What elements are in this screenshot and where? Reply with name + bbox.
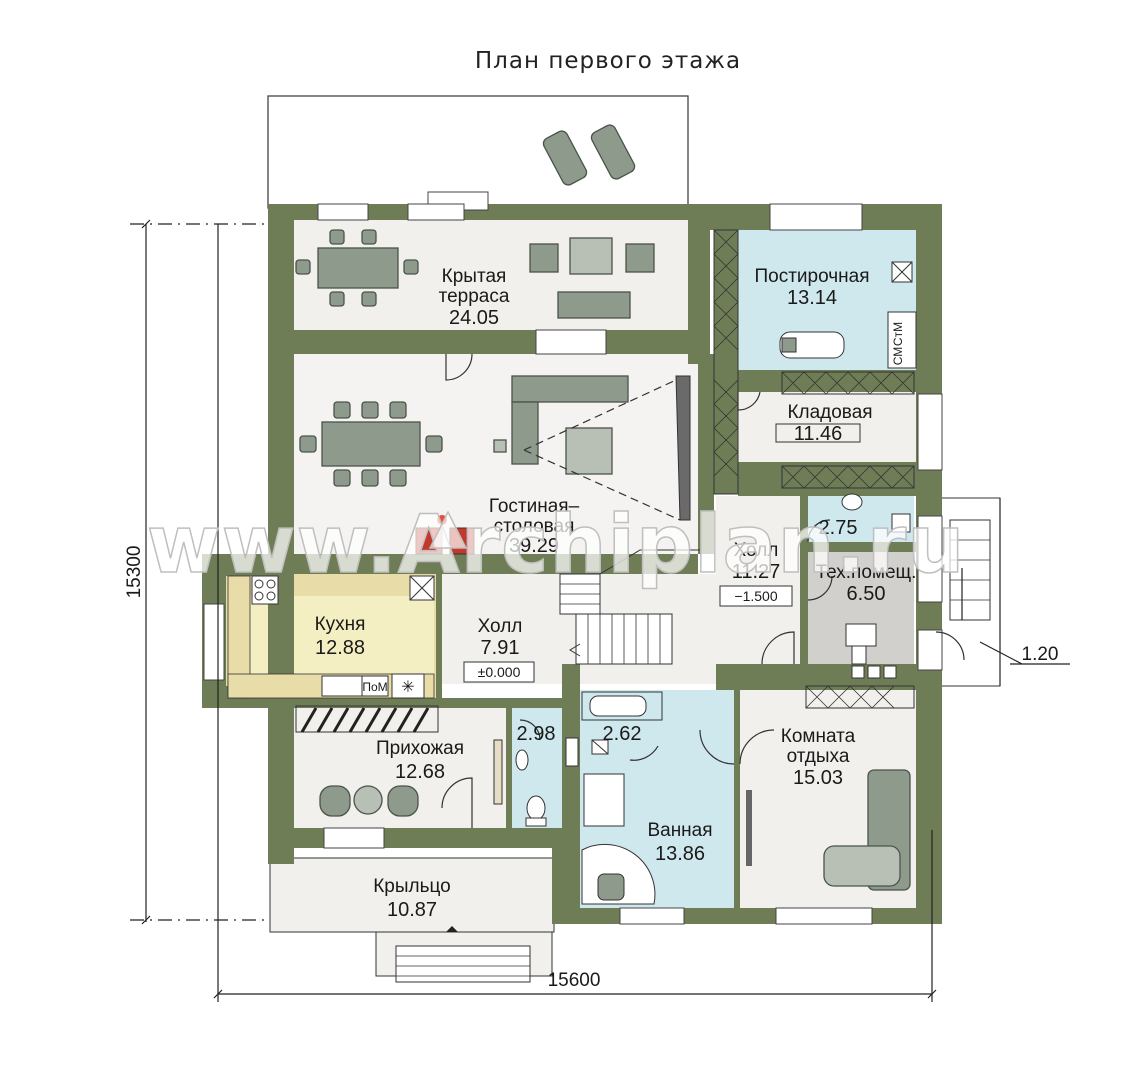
shower-area: 2.62 [603,723,642,745]
door-swings [441,353,965,828]
dining-table-icon [299,401,443,487]
entrance-area: 12.68 [395,761,445,783]
side-step-dimension: 1.20 [1022,644,1059,665]
sun-lounger-icon [542,124,636,186]
terrace-dining-set-icon [295,229,419,307]
wc-small-area: 2.75 [819,517,858,539]
dryer-label: СМ [891,347,905,366]
width-dimension: 15600 [548,970,601,991]
shower-cabin-icon [565,691,663,767]
kitchen-counter-icon: ПоМ ✳ [227,575,435,699]
terrace-lounge-set-icon [529,237,655,319]
rest-room-name-1: Комната [781,726,856,747]
terrace-name-1: Крытая [442,266,507,287]
staircase-icon [559,549,700,665]
toilet-icon [515,493,911,827]
hall-1-name: Холл [478,616,523,637]
storage-shelves-icon [713,229,915,709]
watermark: www.Archiplan.ru [147,498,966,591]
watermark-logo-icon [428,510,468,549]
bathroom-name: Ванная [647,820,712,841]
terrace-name-2: терраса [439,286,510,307]
living-area: 39.29 [509,535,559,557]
dimension-lines: 15600 15300 1.20 [124,219,1070,1002]
bathroom-area: 13.86 [655,843,705,865]
terrace-area: 24.05 [449,307,499,329]
windows [203,191,943,925]
tv-icon [523,375,691,521]
living-name-2: столовая [494,516,575,537]
storage-name: Кладовая [787,402,872,423]
entrance-name: Прихожая [376,738,464,759]
hall-1-level-box [463,661,535,683]
hall-1-area: 7.91 [481,637,520,659]
hall-1-level: ±0.000 [478,664,521,680]
hall-2-level: −1.500 [734,588,777,604]
hall-2-name: Холл [734,540,779,561]
kitchen-name: Кухня [315,614,366,635]
bathtub-icon [581,773,656,905]
coat-rack-icon [295,705,439,733]
hall-2-area: 11.27 [732,561,781,583]
laundry-area: 13.14 [787,287,837,309]
sofa-icon [493,375,629,475]
tech-name: Тех.помещ. [816,562,917,583]
fridge-icon: ✳ [401,679,414,696]
room-labels: Крытая терраса 24.05 Постирочная 13.14 К… [315,266,917,921]
hall-2-level-box [719,585,793,607]
rest-room-area: 15.03 [793,767,843,789]
laundry-name: Постирочная [754,266,869,287]
storage-area-box [775,423,861,443]
porch-name: Крыльцо [373,876,451,897]
boiler-icon [845,623,897,679]
living-name-1: Гостиная– [489,496,580,517]
armchairs-icon [319,739,503,817]
porch-area: 10.87 [387,899,437,921]
height-dimension: 15300 [124,546,145,599]
tech-area: 6.50 [847,583,886,605]
laundry-tub-icon [779,331,845,359]
rest-room-sofa-icon [746,769,911,891]
kitchen-area: 12.88 [315,637,365,659]
rest-room-name-2: отдыха [787,746,850,767]
washer-label: СтМ [891,322,905,346]
interior-walls [290,230,918,910]
dishwasher-label: ПоМ [362,680,387,694]
storage-area: 11.46 [794,423,843,445]
wc-area: 2.98 [517,723,556,745]
washer-dryer-icon: СМ СтМ [887,261,917,369]
porch-steps-icon [395,498,1001,983]
plan-title: План первого этажа [475,48,741,74]
